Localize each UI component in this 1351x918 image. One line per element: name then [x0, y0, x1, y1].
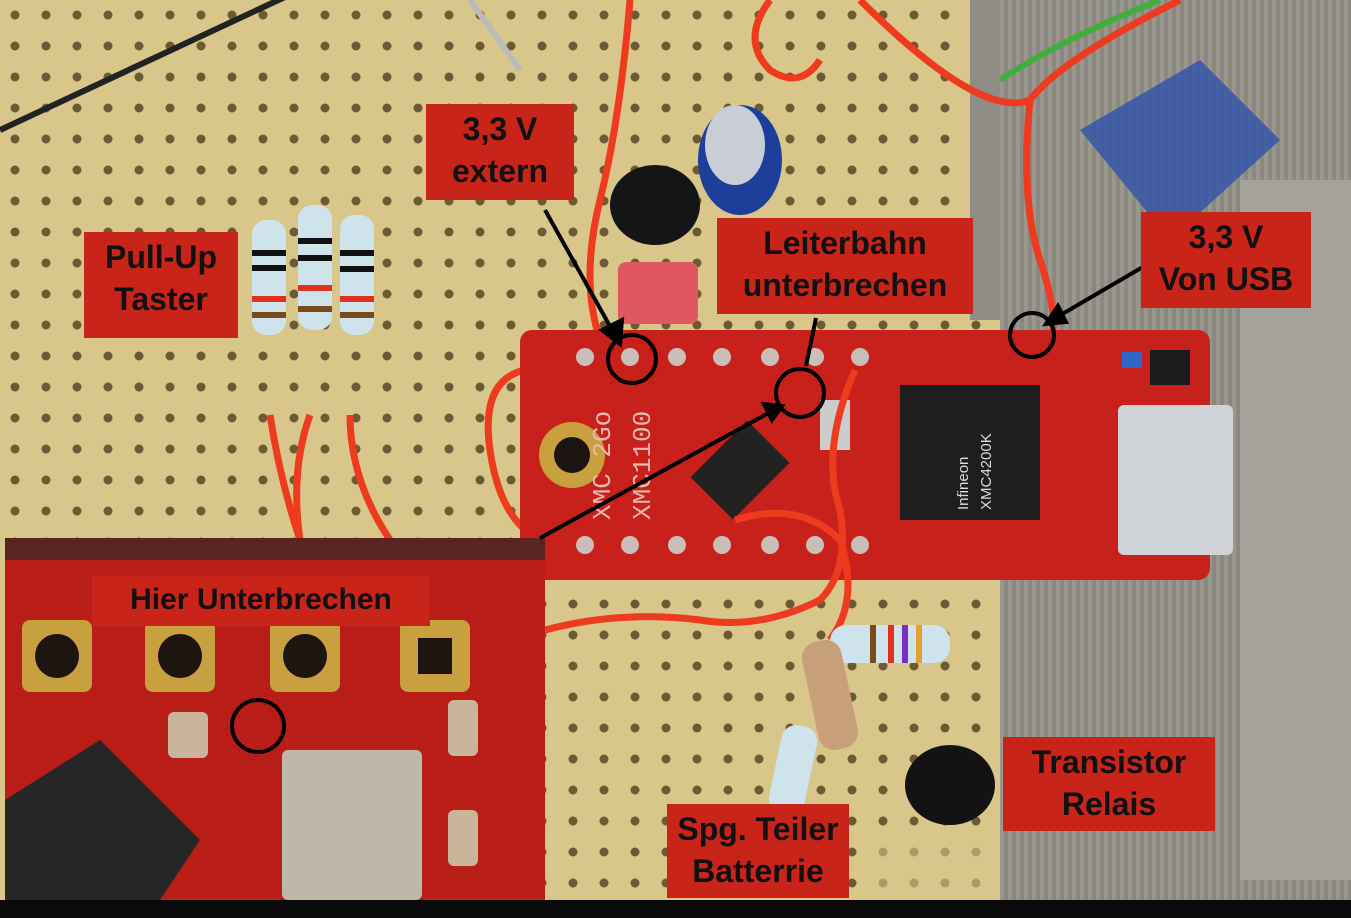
inset-pads [22, 620, 470, 692]
mcu-brand-text: Infineon [955, 457, 972, 510]
zoom-inset [5, 538, 545, 900]
red-wire-left [484, 366, 542, 544]
board-edge-cut [970, 0, 1000, 320]
divider-resistors [768, 625, 950, 815]
red-wire-r3 [346, 414, 393, 542]
inset-smd-1 [168, 712, 208, 758]
label-pullup-taster: Pull-Up Taster [84, 232, 238, 338]
label-ext-3v3: 3,3 V extern [426, 104, 574, 200]
arrowhead-inset [760, 401, 786, 424]
arrow-inset [539, 408, 775, 540]
label-usb-3v3: 3,3 V Von USB [1141, 212, 1311, 308]
marker-trace-cut [774, 367, 826, 419]
blue-part [1080, 60, 1280, 240]
red-wire-loop [751, 0, 823, 82]
red-wire-bottom [733, 509, 852, 643]
mcu-part-text: XMC4200K [978, 433, 995, 510]
inset-smd-2 [448, 700, 478, 756]
led-component [1150, 350, 1190, 385]
transistor-top [610, 165, 700, 245]
arrowhead-usb-3v3 [1041, 302, 1070, 327]
small-ic [690, 420, 790, 520]
black-wire [0, 0, 286, 133]
inset-crystal [282, 750, 422, 900]
red-wire-over-board [544, 368, 859, 634]
arrow-trace-cut [804, 317, 818, 367]
inset-cut-marker [230, 698, 286, 754]
relay-transistor [905, 745, 995, 825]
label-leiterbahn: Leiterbahn unterbrechen [717, 218, 973, 314]
red-capacitor [618, 262, 698, 324]
green-wire [998, 0, 1162, 83]
arrow-ext-3v3 [543, 209, 618, 338]
label-spg-teiler: Spg. Teiler Batterrie [667, 804, 849, 898]
chip-name-text: XMC1100 [628, 411, 658, 520]
blue-led [1122, 352, 1142, 368]
silver-wire [467, 0, 523, 72]
red-wire-r2 [293, 413, 314, 541]
marker-ext-3v3 [606, 333, 658, 385]
label-hier-unterbrechen: Hier Unterbrechen [92, 576, 430, 626]
capacitor-top [705, 105, 765, 185]
marker-usb-3v3 [1008, 311, 1056, 359]
arrowhead-ext-3v3 [598, 316, 625, 348]
header-pins [576, 348, 869, 554]
label-transistor-relais: Transistor Relais [1003, 737, 1215, 831]
micro-usb-connector [1118, 405, 1233, 555]
pullup-resistors [252, 205, 374, 335]
mcu-chip [900, 385, 1040, 520]
bottom-border [0, 900, 1351, 918]
inset-ic [5, 740, 200, 900]
arrow-usb-3v3 [1050, 262, 1150, 322]
inset-smd-3 [448, 810, 478, 866]
